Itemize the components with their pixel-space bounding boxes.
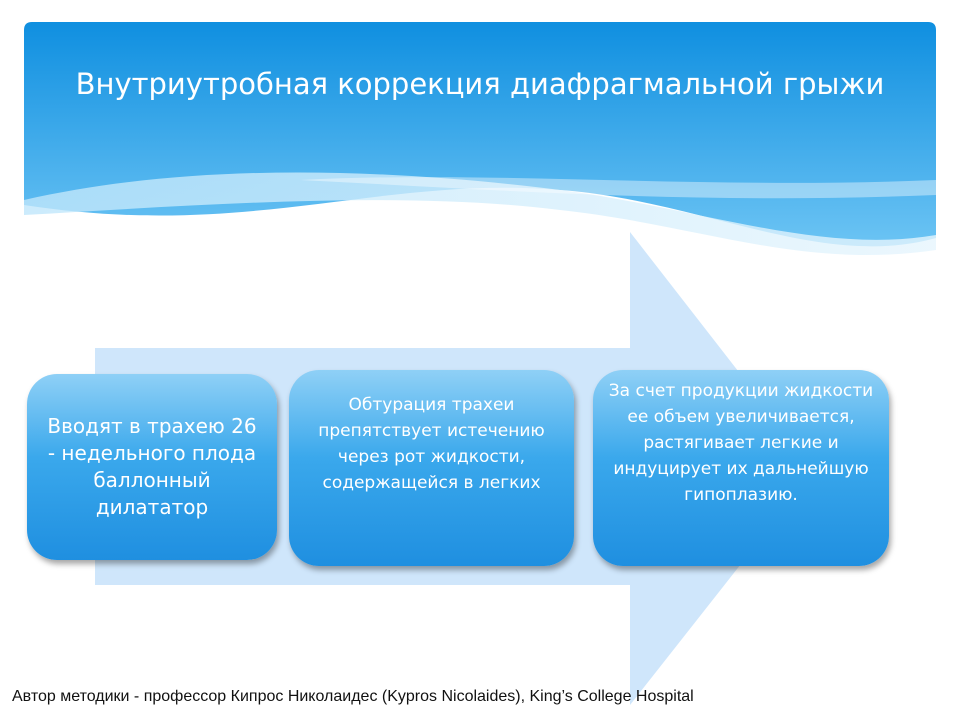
- header-banner: [24, 22, 936, 256]
- step-box-3: За счет продукции жидкости ее объем увел…: [593, 370, 889, 566]
- slide-title: Внутриутробная коррекция диафрагмальной …: [75, 67, 885, 101]
- step-1-text: Вводят в трахею 26 - недельного плода ба…: [47, 414, 257, 519]
- step-box-1: Вводят в трахею 26 - недельного плода ба…: [27, 374, 277, 560]
- step-box-2: Обтурация трахеи препятствует истечению …: [289, 370, 574, 566]
- author-footer: Автор методики - профессор Кипрос Никола…: [12, 688, 694, 705]
- step-3-text: За счет продукции жидкости ее объем увел…: [608, 381, 874, 505]
- step-2-text: Обтурация трахеи препятствует истечению …: [318, 395, 545, 493]
